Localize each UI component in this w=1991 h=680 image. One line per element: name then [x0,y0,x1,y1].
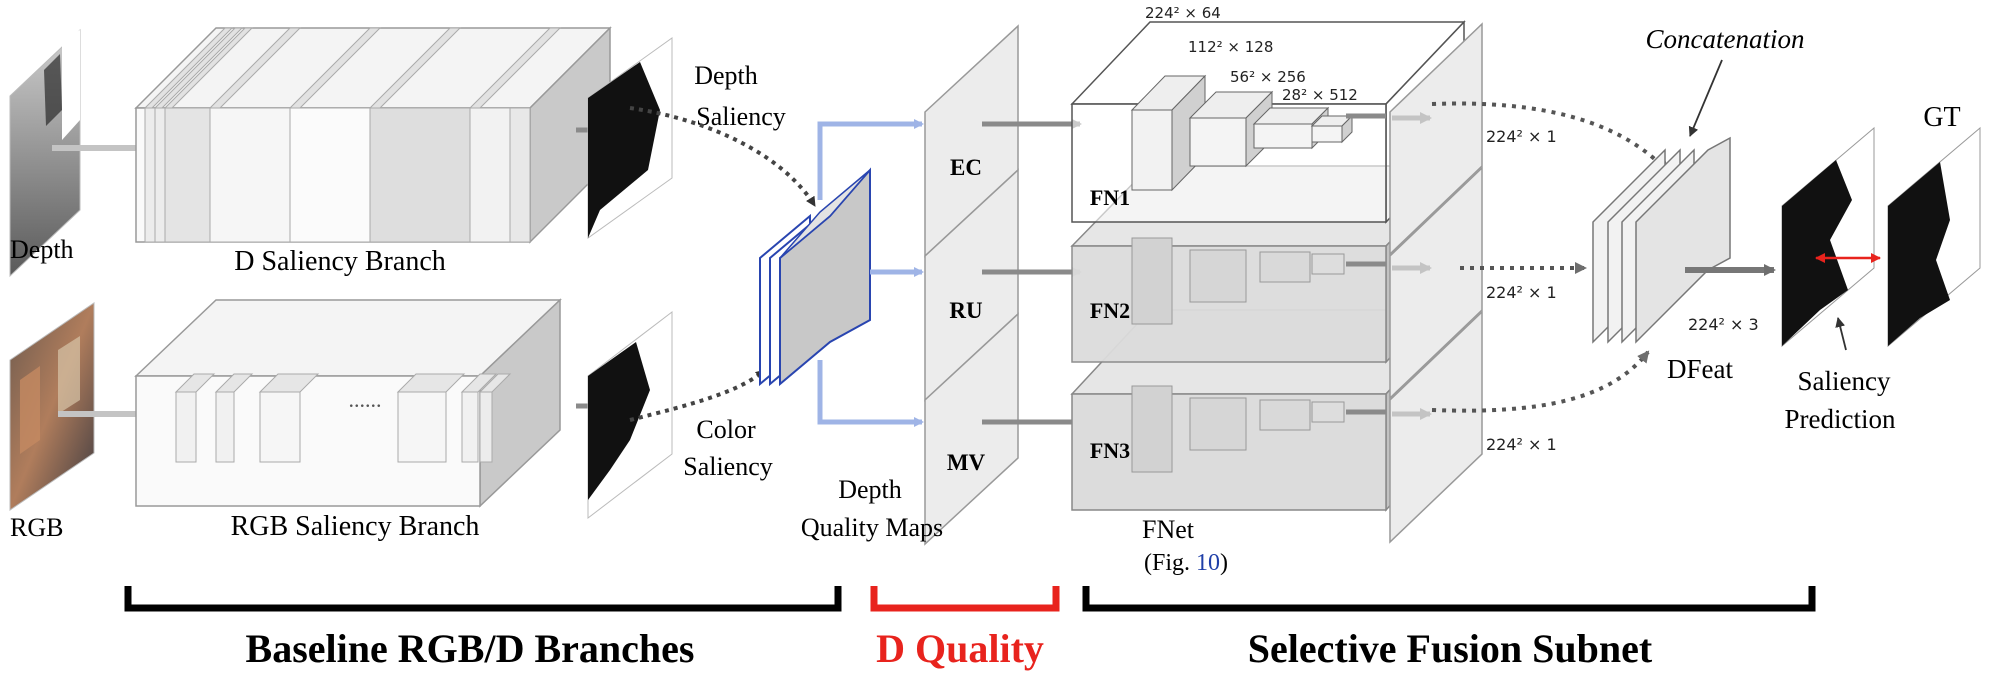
fig-ref: (Fig. 10) [1144,550,1228,576]
fnet-label: FNet [1142,515,1195,544]
color-saliency-label-1: Color [696,415,756,444]
section-baseline-label: Baseline RGB/D Branches [246,626,695,671]
fn-output-map-3 [1389,310,1483,544]
fn3-label: FN3 [1090,438,1130,463]
depth-saliency-label-1: Depth [694,61,758,90]
saliency-prediction-label-1: Saliency [1798,366,1891,396]
ec-label: EC [950,155,982,180]
ru-label: RU [949,298,983,323]
depth-quality-maps-label-1: Depth [838,475,902,504]
bracket-d-quality [870,586,1060,612]
dim-out-3: 224² × 1 [1486,435,1557,454]
depth-quality-input-stack [759,167,871,387]
depth-saliency-map [587,37,673,239]
depth-quality-maps-label-2: Quality Maps [801,513,943,542]
dim-28-512: 28² × 512 [1282,86,1358,104]
dfeat-label: DFeat [1667,354,1733,384]
depth-input-label: Depth [10,235,74,264]
section-fusion-label: Selective Fusion Subnet [1248,626,1653,671]
d-saliency-branch-block [134,26,612,244]
fn-output-map-1 [1389,22,1483,256]
color-saliency-label-2: Saliency [683,452,773,481]
fn-output-map-2 [1389,166,1483,400]
dfeat-concatenation-stack [1592,136,1731,344]
rgb-saliency-branch-block [134,298,562,508]
fn2-label: FN2 [1090,298,1130,323]
section-d-quality-label: D Quality [876,626,1044,671]
fn1-label: FN1 [1090,185,1130,210]
concatenation-label: Concatenation [1646,24,1805,54]
dotted-arrow-color-saliency [629,368,767,422]
depth-input-image [9,28,81,278]
quality-map-mv [924,312,1019,546]
dotted-arrow-out1-concat [1431,101,1670,174]
dim-concat: 224² × 3 [1688,315,1759,334]
dotted-arrow-depth-saliency [629,106,817,208]
fig-ref-post: ) [1220,550,1228,576]
fig-ref-pre: (Fig. [1144,550,1196,576]
bracket-baseline [124,586,842,612]
branch-ellipsis: ...... [349,387,382,412]
mv-label: MV [947,450,986,475]
rgb-branch-label: RGB Saliency Branch [231,511,480,542]
dim-out-2: 224² × 1 [1486,283,1557,302]
bracket-fusion [1082,586,1816,612]
rgb-input-image [9,302,95,511]
saliency-prediction-map [1781,126,1875,348]
concatenation-pointer [1688,59,1723,137]
dim-112-128: 112² × 128 [1188,38,1273,56]
fig-ref-number[interactable]: 10 [1196,550,1220,576]
d-branch-label: D Saliency Branch [234,246,446,277]
rgb-input-label: RGB [10,513,63,542]
saliency-prediction-label-2: Prediction [1785,404,1896,434]
ground-truth-map [1887,126,1981,348]
gt-label: GT [1923,102,1960,133]
dim-224-64: 224² × 64 [1145,4,1221,22]
dim-56-256: 56² × 256 [1230,68,1306,86]
color-saliency-map [587,310,673,520]
depth-saliency-label-2: Saliency [696,102,786,131]
quality-branch-connectors [817,119,924,427]
saliency-prediction-pointer [1835,317,1847,351]
dim-out-1: 224² × 1 [1486,127,1557,146]
